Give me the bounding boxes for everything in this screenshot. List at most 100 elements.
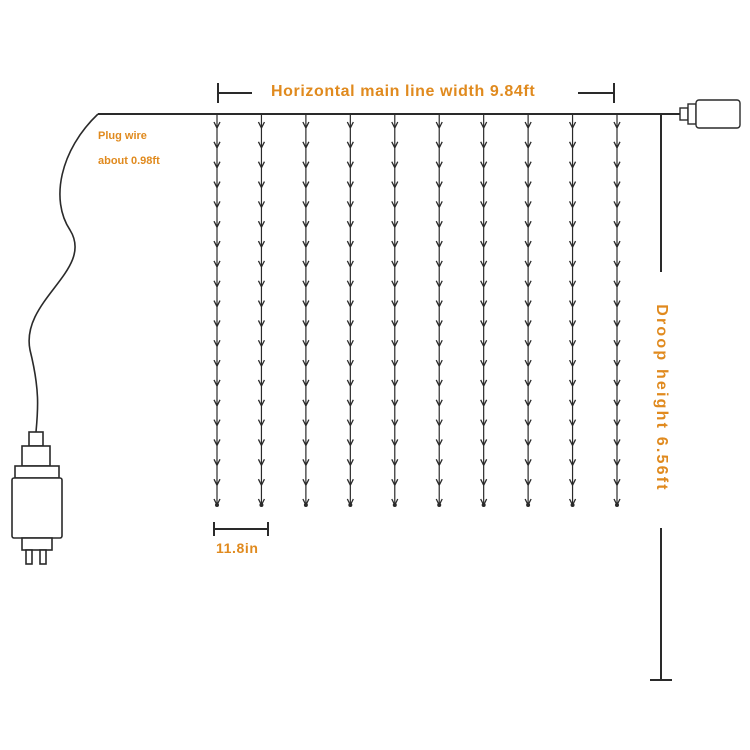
bulb-icon (213, 121, 221, 129)
bulb-icon (524, 280, 532, 288)
bulb-icon (524, 181, 532, 188)
strand-spacing-label: 11.8in (216, 540, 259, 556)
light-strand (346, 114, 354, 507)
spacing-dimension (213, 522, 269, 536)
bulb-icon (302, 141, 310, 149)
bulb-icon (391, 240, 399, 248)
bulb-icon (391, 320, 399, 327)
bulb-icon (346, 478, 354, 486)
light-strand (480, 114, 488, 507)
bulb-icon (302, 379, 310, 387)
bulb-icon (435, 359, 443, 367)
bulb-icon (568, 161, 577, 168)
bulb-icon (524, 379, 532, 387)
bulb-icon (480, 161, 488, 168)
bulb-icon (213, 339, 221, 347)
bulb-icon (435, 141, 443, 149)
bulb-icon (391, 141, 399, 149)
bulb-icon (302, 260, 310, 268)
strand-end-bulb-icon (526, 503, 531, 507)
bulb-icon (346, 220, 354, 228)
bulb-icon (213, 280, 221, 288)
bulb-icon (524, 399, 532, 407)
bulb-icon (568, 399, 577, 407)
bulb-icon (302, 121, 310, 129)
bulb-icon (524, 260, 532, 268)
bulb-icon (568, 201, 577, 208)
bulb-icon (435, 240, 443, 248)
bulb-icon (613, 121, 621, 129)
bulb-icon (435, 181, 443, 188)
width-label: Horizontal main line width 9.84ft (271, 83, 536, 100)
bulb-icon (480, 320, 488, 327)
bulb-icon (480, 141, 488, 149)
bulb-icon (213, 359, 221, 367)
bulb-icon (257, 220, 266, 228)
bulb-icon (613, 201, 621, 208)
bulb-icon (391, 181, 399, 188)
bulb-icon (613, 141, 621, 149)
bulb-icon (346, 359, 354, 367)
bulb-icon (435, 121, 443, 129)
bulb-icon (524, 359, 532, 367)
bulb-icon (257, 459, 266, 466)
bulb-icon (302, 399, 310, 407)
bulb-icon (302, 459, 310, 466)
bulb-icon (568, 220, 577, 228)
bulb-icon (302, 359, 310, 367)
bulb-icon (391, 161, 399, 168)
bulb-icon (568, 280, 577, 288)
width-dimension (217, 83, 615, 103)
bulb-icon (213, 300, 221, 307)
bulb-icon (435, 260, 443, 268)
bulb-icon (213, 478, 221, 486)
bulb-icon (480, 439, 488, 446)
bulb-icon (391, 121, 399, 129)
bulb-icon (435, 280, 443, 288)
bulb-icon (524, 478, 532, 486)
bulb-icon (302, 419, 310, 426)
plug-wire-label: Plug wire (98, 130, 147, 142)
bulb-icon (302, 161, 310, 168)
bulb-icon (524, 201, 532, 208)
bulb-icon (257, 121, 266, 129)
bulb-icon (346, 240, 354, 248)
bulb-icon (346, 161, 354, 168)
bulb-icon (435, 439, 443, 446)
bulb-icon (568, 459, 577, 466)
bulb-icon (480, 339, 488, 347)
end-connector-icon (679, 99, 741, 129)
bulb-icon (346, 459, 354, 466)
bulb-icon (302, 439, 310, 446)
bulb-icon (568, 478, 577, 486)
power-plug-icon (11, 431, 63, 565)
bulb-icon (391, 419, 399, 426)
strand-end-bulb-icon (570, 503, 575, 507)
bulb-icon (346, 201, 354, 208)
bulb-icon (213, 240, 221, 248)
bulb-icon (257, 379, 266, 387)
bulb-icon (302, 478, 310, 486)
bulb-icon (213, 161, 221, 168)
bulb-icon (257, 419, 266, 426)
bulb-icon (568, 419, 577, 426)
bulb-icon (568, 359, 577, 367)
bulb-icon (480, 220, 488, 228)
strand-end-bulb-icon (348, 503, 353, 507)
bulb-icon (213, 399, 221, 407)
bulb-icon (213, 379, 221, 387)
bulb-icon (346, 399, 354, 407)
bulb-icon (391, 478, 399, 486)
bulb-icon (346, 280, 354, 288)
bulb-icon (213, 320, 221, 327)
bulb-icon (346, 141, 354, 149)
bulb-icon (391, 339, 399, 347)
bulb-icon (346, 339, 354, 347)
bulb-icon (257, 280, 266, 288)
bulb-icon (613, 181, 621, 188)
droop-height-label: Droop height 6.56ft (653, 304, 670, 492)
bulb-icon (435, 339, 443, 347)
bulb-icon (302, 181, 310, 188)
bulb-icon (257, 359, 266, 367)
bulb-icon (613, 280, 621, 288)
